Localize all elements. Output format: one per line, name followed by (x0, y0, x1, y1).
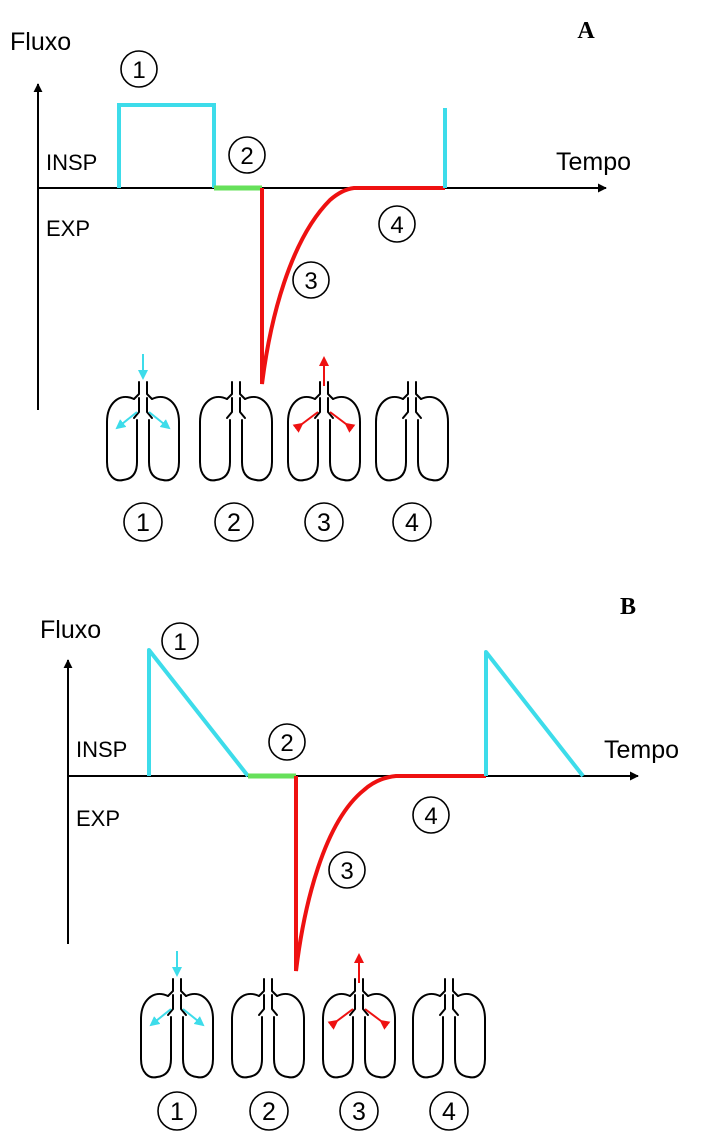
svg-text:2: 2 (240, 143, 253, 170)
panel-a-insp-label: INSP (46, 150, 97, 175)
svg-text:2: 2 (227, 509, 241, 537)
svg-text:3: 3 (317, 509, 331, 537)
svg-text:3: 3 (304, 268, 317, 295)
svg-text:1: 1 (170, 1098, 184, 1126)
panel-b-lung-2-icon (231, 978, 305, 1079)
panel-b-y-axis-label: Fluxo (40, 616, 101, 644)
svg-text:2: 2 (280, 730, 293, 757)
svg-text:4: 4 (442, 1098, 456, 1126)
panel-b-letter: B (620, 594, 636, 620)
panel-a-lung-3-label: 3 (304, 502, 344, 542)
panel-b-phase-1-label: 1 (161, 622, 199, 660)
panel-b-lung-3-label: 3 (339, 1091, 379, 1131)
panel-a-x-axis-label: Tempo (556, 148, 631, 176)
svg-text:3: 3 (352, 1098, 366, 1126)
panel-a-lung-3-icon (287, 356, 361, 482)
svg-text:2: 2 (262, 1098, 276, 1126)
panel-b-phase-3-label: 3 (328, 851, 366, 889)
panel-b-lung-4-icon (412, 978, 486, 1079)
panel-b-expiration-flow (294, 774, 486, 972)
panel-b-exp-label: EXP (76, 806, 120, 831)
panel-a-inspiration-flow (117, 103, 216, 188)
panel-a-exp-label: EXP (46, 216, 90, 241)
svg-text:3: 3 (340, 858, 353, 885)
panel-a-lung-2-icon (199, 381, 273, 482)
svg-text:1: 1 (132, 57, 145, 84)
panel-a-lung-4-icon (375, 381, 449, 482)
svg-text:1: 1 (173, 629, 186, 656)
panel-b-lung-3-icon (322, 953, 396, 1079)
panel-b-next-inspiration (484, 650, 585, 778)
panel-b-inspiration-flow (147, 648, 250, 778)
panel-a-y-axis-label: Fluxo (10, 28, 71, 56)
panel-b-lung-2-label: 2 (249, 1091, 289, 1131)
panel-b-phase-4-label: 4 (412, 796, 450, 834)
svg-text:4: 4 (390, 212, 403, 239)
panel-a-lung-2-label: 2 (214, 502, 254, 542)
panel-a-phase-1-label: 1 (120, 50, 158, 88)
svg-text:4: 4 (405, 509, 419, 537)
panel-b-x-axis-label: Tempo (604, 736, 679, 764)
panel-a-expiration-flow (260, 186, 445, 385)
panel-b-lung-1-icon (140, 951, 214, 1079)
svg-text:1: 1 (136, 509, 150, 537)
panel-a-phase-2-label: 2 (228, 136, 266, 174)
panel-b-lung-1-label: 1 (157, 1091, 197, 1131)
panel-a-lung-1-label: 1 (123, 502, 163, 542)
panel-a-letter: A (577, 18, 595, 44)
svg-text:4: 4 (424, 803, 437, 830)
panel-b-lung-4-label: 4 (429, 1091, 469, 1131)
panel-a-phase-4-label: 4 (378, 205, 416, 243)
panel-b-phase-2-label: 2 (268, 723, 306, 761)
panel-b-insp-label: INSP (76, 737, 127, 762)
panel-b: B Fluxo Tempo INSP EXP 1 2 3 4 (40, 594, 679, 1131)
panel-a-lung-1-icon (106, 354, 180, 482)
panel-a-phase-3-label: 3 (292, 261, 330, 299)
panel-a-lung-4-label: 4 (392, 502, 432, 542)
panel-a: A Fluxo Tempo INSP EXP 1 2 3 4 (10, 18, 631, 542)
